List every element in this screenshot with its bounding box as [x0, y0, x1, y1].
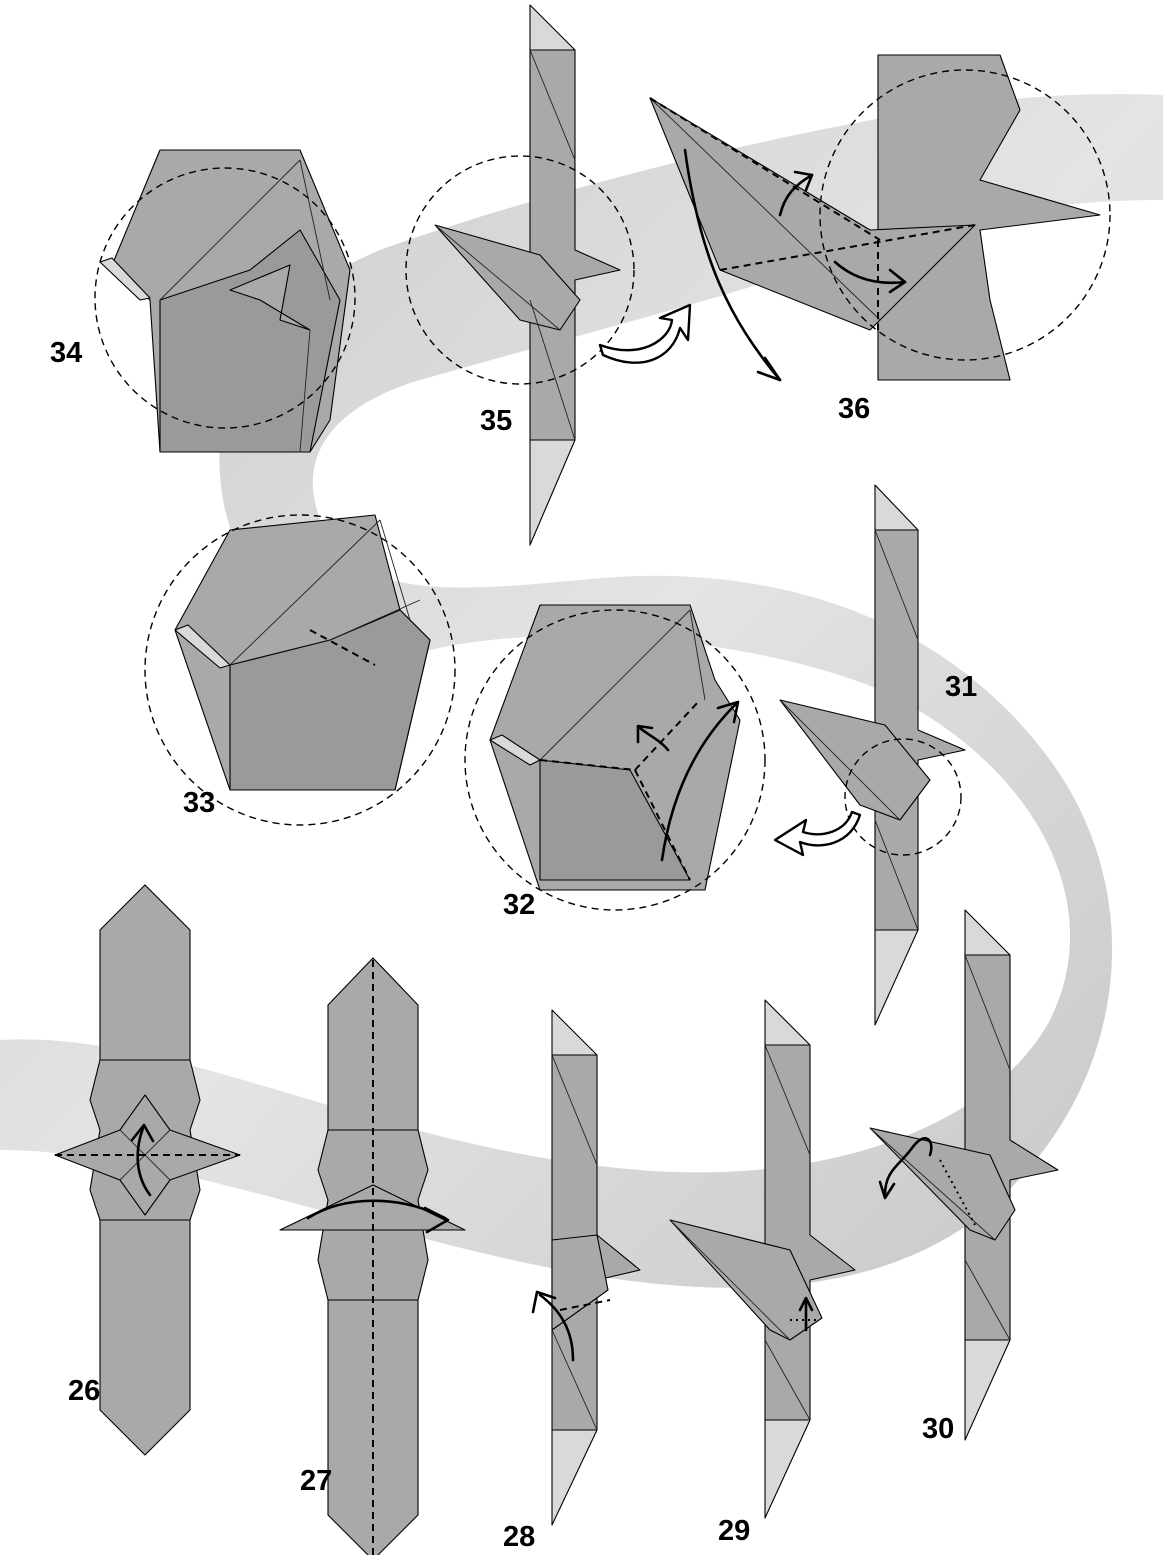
step-32-number: 32 — [503, 889, 535, 921]
step-36-figure — [649, 54, 1101, 382]
step-35-figure — [434, 4, 621, 546]
step-35-number: 35 — [480, 405, 512, 437]
step-31-zoom-circle — [844, 738, 962, 856]
step-30-figure — [869, 909, 1059, 1441]
step-27-number: 27 — [300, 1465, 332, 1497]
step-28-number: 28 — [503, 1521, 535, 1553]
step-33-figure — [174, 514, 431, 791]
step-31-figure — [779, 484, 966, 1026]
step-34-zoom-circle — [94, 167, 356, 429]
step-29-number: 29 — [718, 1515, 750, 1547]
step-27-figure — [279, 957, 466, 1555]
step-31-number: 31 — [945, 671, 977, 703]
step-29-figure — [669, 999, 856, 1519]
step-33-zoom-circle — [144, 514, 456, 826]
step-28-figure — [531, 1009, 641, 1526]
step-26-figure — [54, 884, 241, 1456]
step-30-number: 30 — [922, 1413, 954, 1445]
step-35-zoom-circle — [405, 155, 635, 385]
step-36-zoom-circle — [819, 69, 1111, 361]
step-32-figure — [489, 604, 741, 891]
step-35-turn-over-arrow — [598, 303, 692, 364]
step-34-number: 34 — [50, 337, 82, 369]
step-33-number: 33 — [183, 787, 215, 819]
step-26-number: 26 — [68, 1375, 100, 1407]
step-31-turn-over-arrow — [773, 810, 862, 857]
step-34-figure — [99, 149, 351, 453]
step-32-zoom-circle — [464, 609, 766, 911]
step-36-number: 36 — [838, 393, 870, 425]
